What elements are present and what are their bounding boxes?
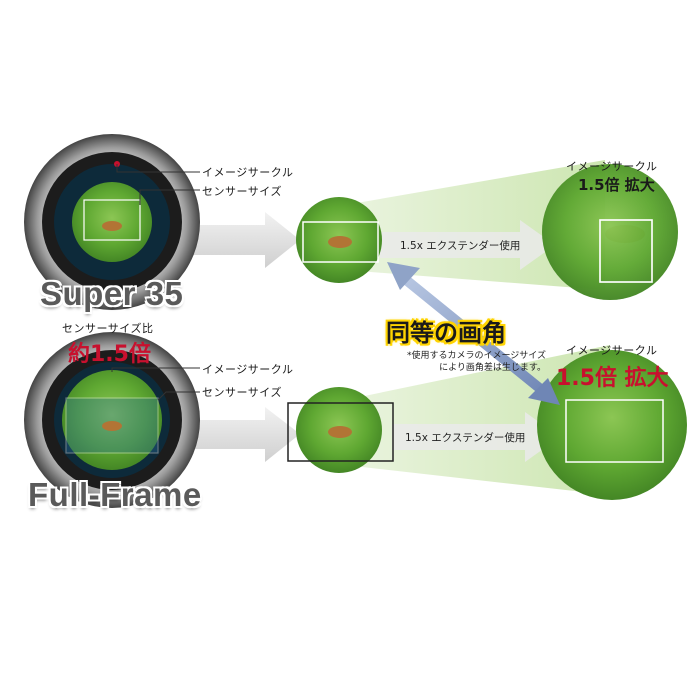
bottom-extender-label: 1.5x エクステンダー使用: [405, 432, 526, 444]
super35-title: Super 35: [40, 275, 184, 312]
top-extender-label: 1.5x エクステンダー使用: [400, 240, 521, 252]
note-text: *使用するカメラのイメージサイズ により画角差は生じます。: [398, 350, 546, 374]
bottom-right-image-circle: [537, 350, 687, 500]
note-line-1: *使用するカメラのイメージサイズ: [406, 351, 546, 361]
equal-angle-double-arrow: [387, 262, 560, 405]
equal-angle-label: 同等の画角: [386, 319, 506, 347]
bottom-sensor-size-label: センサーサイズ: [202, 386, 282, 399]
bottom-result-value: 1.5倍 拡大: [556, 366, 669, 391]
top-leader-sensor: [139, 189, 200, 205]
fullframe-mount: [24, 332, 200, 508]
top-result-title: イメージサークル: [566, 160, 658, 173]
bottom-extender-arrow: [392, 412, 560, 462]
top-right-image-circle: [542, 164, 678, 300]
top-image-circle-label: イメージサークル: [202, 166, 294, 179]
top-leader-image-circle: [116, 164, 200, 173]
sensor-ratio-value: 約1.5倍: [68, 342, 151, 367]
bottom-result-title: イメージサークル: [566, 344, 658, 357]
top-sensor-size-label: センサーサイズ: [202, 185, 282, 198]
bottom-leader-image-circle: [111, 367, 200, 372]
bottom-image-circle-label: イメージサークル: [202, 363, 294, 376]
sensor-ratio-caption: センサーサイズ比: [62, 322, 154, 335]
bottom-leader-sensor: [157, 391, 200, 401]
note-line-2: により画角差は生じます。: [439, 363, 546, 373]
top-extender-arrow: [380, 220, 555, 270]
top-result-value: 1.5倍 拡大: [578, 176, 655, 194]
fullframe-title: Full-Frame: [28, 476, 202, 513]
